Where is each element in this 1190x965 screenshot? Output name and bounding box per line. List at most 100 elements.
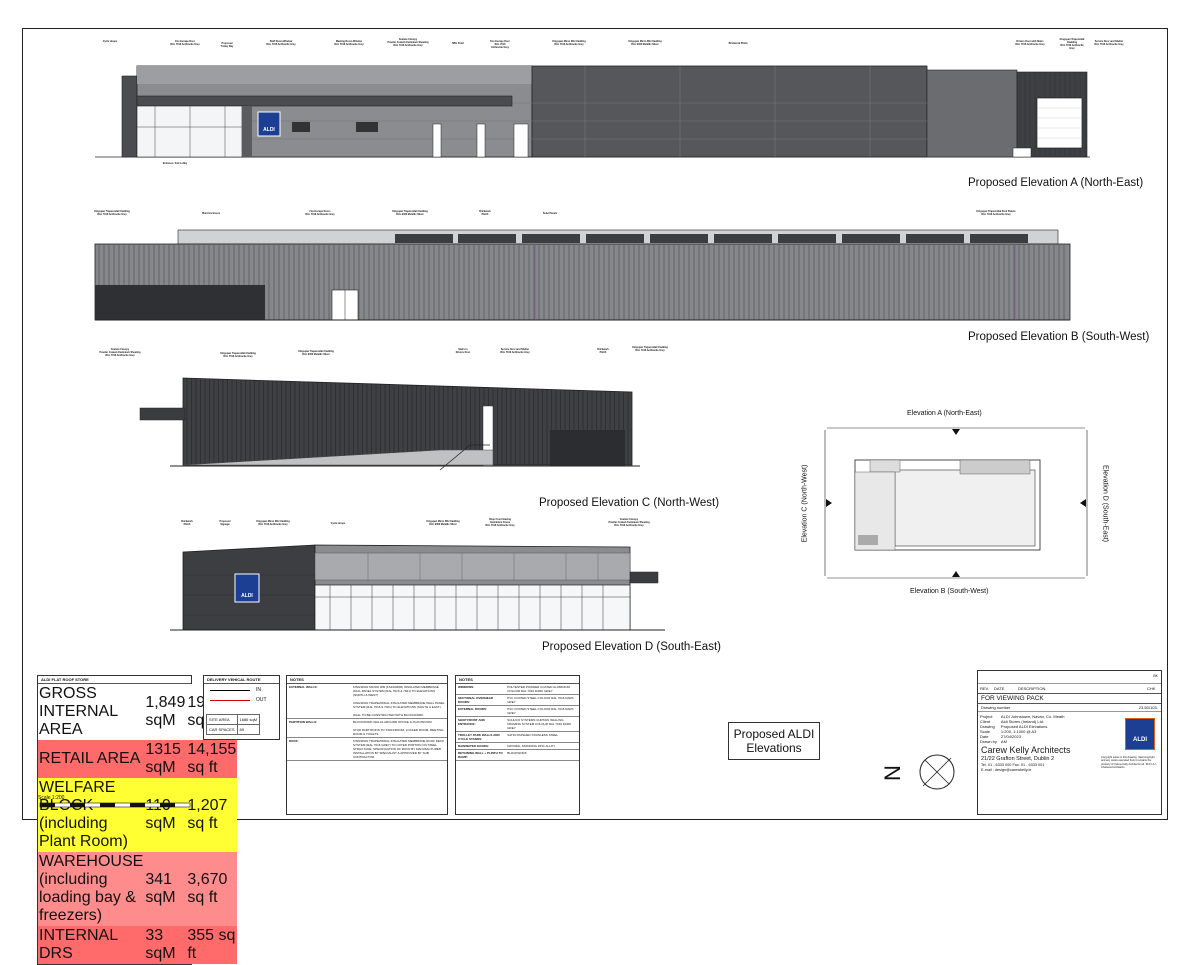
note-value: KINGSPAN MICRO RIB (KS1000MR) INSULATED … (351, 684, 447, 719)
label-b-6: Solar Panels (542, 212, 558, 215)
note-key: PARTITION WALLS: (287, 718, 351, 738)
firm-address: 21/22 Grafton Street, Dublin 2 (981, 756, 1055, 762)
note-row: PARTITION WALLS:BLOCKWORK WALLS AROUND O… (287, 718, 447, 738)
area-cell-name: WAREHOUSE (including loading bay & freez… (38, 852, 145, 926)
title-block: BK REV. DATE DESCRIPTION CHK FOR VIEWING… (977, 670, 1162, 815)
north-label: N (879, 765, 905, 781)
label-a-entrance: Entrance / Exit Lobby (162, 162, 188, 165)
elevation-a-sign-text: ALDI (263, 127, 275, 133)
drawing-sheet (22, 28, 1168, 820)
field-value: Proposed ALDI Elevations (1000, 724, 1048, 729)
note-value: KINGSPAN TRAPEZOIDAL INSULATED MEMBRANE … (351, 737, 447, 761)
label-a-3: Proposed Trolley Bay (220, 42, 234, 48)
sheet-title-line1: Proposed ALDI (733, 727, 815, 741)
note-value: PVC COATED STEEL COLOUR RAL 7016 DARK GR… (505, 705, 579, 717)
area-cell-m2: 110 sqM (144, 778, 187, 852)
label-c-7: Kingspan Trapezoidal Cladding RAL 7016 A… (632, 346, 668, 352)
label-a-6: Feature Canopy Powder Coated Aluminium S… (387, 38, 429, 47)
note-value: SCHUCO SYSTEMS CURTAIN WALLING FRAMING S… (505, 716, 579, 732)
area-row: WAREHOUSE (including loading bay & freez… (38, 852, 238, 926)
area-cell-name: INTERNAL DRS (38, 926, 145, 964)
drawing-number-label: Drawing number (981, 705, 1011, 710)
car-spaces-label: CAR SPACES (206, 724, 238, 735)
elevation-d-sign-text: ALDI (241, 593, 253, 599)
label-b-5: Brickwork Plinth (479, 210, 491, 216)
area-cell-name: GROSS INTERNAL AREA (38, 684, 145, 740)
label-a-2: Fire Escape Door RAL 7016 Anthracite Gre… (170, 40, 200, 46)
label-d-2: Proposed Signage (219, 520, 231, 526)
firm-tel: Tel. 01 - 6333 000 Fax. 01 - 6333 001 (981, 763, 1045, 767)
label-d-1: Brickwork Plinth (181, 520, 193, 526)
label-a-4: Staff Room Window RAL 7016 Anthracite Gr… (266, 40, 296, 46)
route-key: IN OUT (204, 684, 279, 706)
elevation-b-drawing (94, 229, 1071, 321)
field-key: Drawing (980, 724, 995, 729)
area-cell-m2: 1315 sqM (144, 740, 187, 778)
note-value: BLOCKWORK WALLS AROUND OFFICE & PLANTROO… (351, 718, 447, 738)
label-d-6: Shop Front Glazing Aluminium Frame RAL 7… (485, 518, 515, 527)
elevation-c-drawing (139, 377, 640, 471)
note-key: SHOP FRONT AND ENTRANCE: (456, 716, 506, 732)
note-key: EXTERNAL WALLS: (287, 684, 351, 719)
label-c-3: Kingspan Trapezoidal Cladding RAL 9006 M… (298, 350, 334, 356)
key-plan-drawing (824, 427, 1088, 579)
label-a-9: Kingspan Micro Rib Cladding RAL 7016 Ant… (552, 40, 586, 46)
caption-elevation-c: Proposed Elevation C (North-West) (539, 497, 720, 509)
firm-name: Carew Kelly Architects (981, 745, 1071, 755)
elevation-d-mullions (329, 585, 604, 630)
note-row: RETAINING WALL + PLINTH TO RAMP:BLOCKWOR… (456, 749, 579, 761)
notes-right-title: NOTES (456, 676, 579, 684)
field-key: Project (980, 714, 993, 719)
note-row: SECTIONAL OVERHEAD DOORS:PVC COATED STEE… (456, 694, 579, 706)
elevation-d-drawing: ALDI (170, 544, 665, 631)
key-plan-right-label: Elevation D (South-East) (1101, 464, 1109, 543)
aldi-logo: ALDI (1125, 718, 1155, 750)
label-c-2: Kingspan Trapezoidal Cladding RAL 7016 A… (220, 352, 256, 358)
label-c-4: Stairs to Drivers Door (455, 348, 471, 354)
route-in-label: IN (256, 687, 261, 693)
note-row: EXTERNAL WALLS:KINGSPAN MICRO RIB (KS100… (287, 684, 447, 719)
note-row: RAINWATER GOODS:NATURAL STANDING ZINC AL… (456, 742, 579, 750)
area-cell-ft2: 14,155 sq ft (186, 740, 238, 778)
field-value: AM (1000, 739, 1007, 744)
car-spaces-value: 89 (236, 724, 261, 735)
field-value: 27/04/2023 (1000, 734, 1021, 739)
area-cell-m2: 341 sqM (144, 852, 187, 926)
note-key: SECTIONAL OVERHEAD DOORS: (456, 694, 506, 706)
sheet-title-box: Proposed ALDI Elevations (728, 722, 820, 760)
label-c-5: Service Door and Shelter RAL 7016 Anthra… (500, 348, 530, 354)
label-a-12: Kingspan Trapezoidal Cladding RAL 7016 A… (1059, 38, 1085, 50)
label-c-1: Feature Canopy Powder Coated Aluminium S… (99, 348, 141, 357)
note-row: TROLLEY PARK WALLS AND CYCLE STANDS:SATI… (456, 731, 579, 743)
field-key: Drawn by (980, 739, 997, 744)
label-a-8: Fire Escape Door RAL 7016 Anthracite Gre… (490, 40, 510, 49)
area-cell-name: RETAIL AREA (38, 740, 145, 778)
caption-elevation-a: Proposed Elevation A (North-East) (968, 177, 1144, 189)
label-b-1: Kingspan Trapezoidal Cladding RAL 7016 A… (94, 210, 130, 216)
area-schedule: ALDI FLAT ROOF STORE GROSS INTERNAL AREA… (37, 675, 238, 965)
notes-right-rows: WINDOWS:POLYESTER POWDER COATED ALUMINIU… (456, 684, 579, 761)
label-a-11: Brickwork Plinth (728, 42, 748, 45)
note-value: BLOCKWORK (505, 749, 579, 761)
elevation-a-drawing: ALDI (95, 65, 1090, 158)
area-schedule-title: ALDI FLAT ROOF STORE (38, 676, 191, 684)
label-c-6: Brickwork Plinth (597, 348, 609, 354)
area-cell-m2: 1,849 sqM (144, 684, 187, 740)
date-col: DATE (994, 686, 1005, 691)
note-key: RETAINING WALL + PLINTH TO RAMP: (456, 749, 506, 761)
field-key: Date (980, 734, 989, 739)
note-row: WINDOWS:POLYESTER POWDER COATED ALUMINIU… (456, 684, 579, 695)
note-row: SHOP FRONT AND ENTRANCE:SCHUCO SYSTEMS C… (456, 716, 579, 732)
label-d-7: Feature Canopy Powder Coated Aluminium S… (608, 518, 650, 527)
revision-header: REV. DATE DESCRIPTION CHK (978, 684, 1161, 694)
label-b-2: Plant Enclosure (201, 212, 221, 215)
area-cell-ft2: 1,207 sq ft (186, 778, 238, 852)
